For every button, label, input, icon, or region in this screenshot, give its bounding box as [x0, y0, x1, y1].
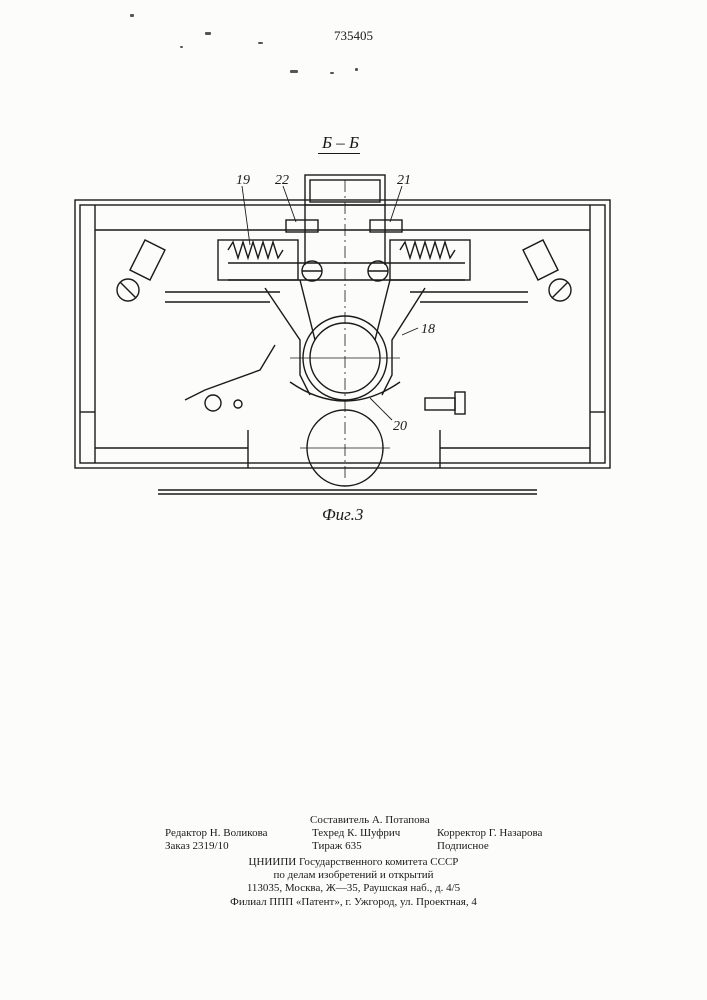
corrector: Корректор Г. Назарова	[437, 827, 542, 840]
org-line-2: по делам изобретений и открытий	[0, 869, 707, 882]
editor: Редактор Н. Воликова	[165, 827, 268, 840]
callout-19: 19	[236, 173, 250, 188]
figure-caption: Фиг.3	[322, 505, 363, 525]
org-line-1: ЦНИИПИ Государственного комитета СССР	[0, 856, 707, 869]
tech-editor: Техред К. Шуфрич	[312, 827, 400, 840]
lever-left	[185, 345, 275, 411]
compiler: Составитель А. Потапова	[310, 814, 430, 827]
pipe-section	[290, 180, 400, 480]
branch-address: Филиал ППП «Патент», г. Ужгород, ул. Про…	[0, 896, 707, 909]
print-run: Тираж 635	[312, 840, 362, 853]
org-address: 113035, Москва, Ж—35, Раушская наб., д. …	[0, 882, 707, 895]
housing-frame	[75, 200, 610, 468]
callout-21: 21	[397, 173, 411, 188]
order-number: Заказ 2319/10	[165, 840, 229, 853]
subscription: Подписное	[437, 840, 489, 853]
callout-18: 18	[421, 322, 435, 337]
technical-drawing: 19 22 21 18 20	[0, 0, 707, 560]
callout-22: 22	[275, 173, 289, 188]
callout-20: 20	[393, 419, 407, 434]
adjuster-right	[425, 392, 465, 414]
